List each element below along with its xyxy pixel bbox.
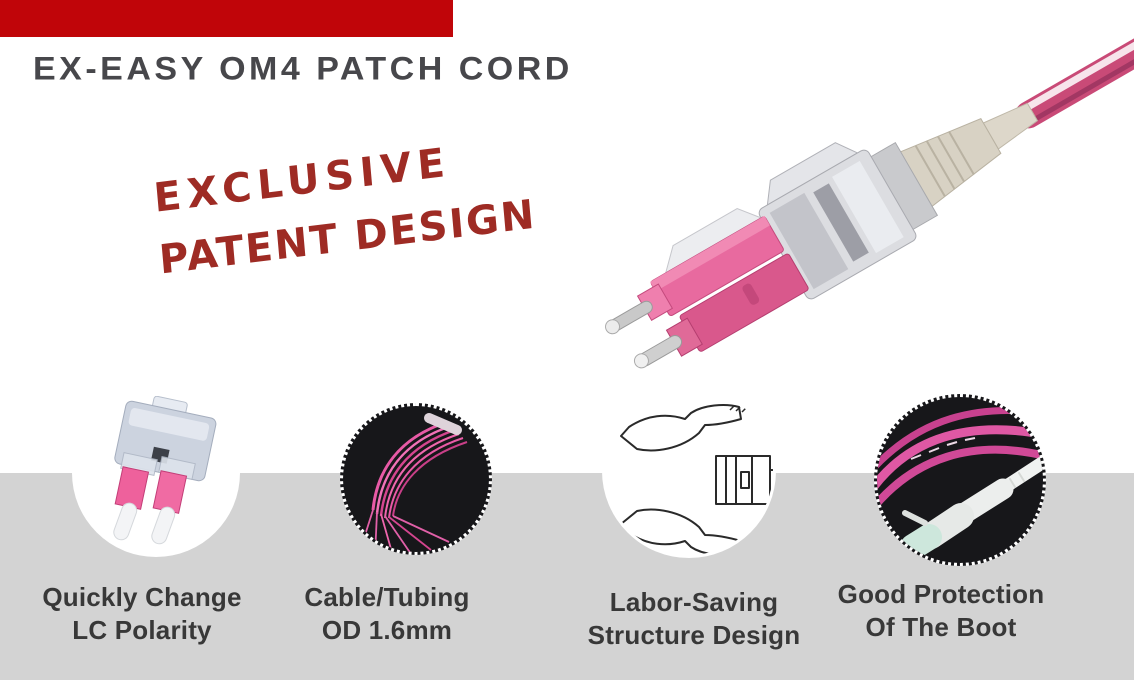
caption-line: Quickly Change: [42, 582, 242, 612]
pink-fiber-cable-photo: [358, 413, 468, 552]
caption-line: Of The Boot: [865, 612, 1017, 642]
caption-line: LC Polarity: [72, 615, 212, 645]
feature-circle-boot: [874, 394, 1046, 566]
hero-product-photo: [605, 10, 1134, 369]
caption-line: Good Protection: [837, 579, 1045, 609]
feature-circle-cable: [340, 403, 492, 555]
caption-line: Labor-Saving: [609, 587, 779, 617]
feature-circle-structure: [602, 384, 776, 558]
feature-caption-polarity: Quickly Change LC Polarity: [22, 581, 262, 647]
top-banner-bar: [0, 0, 453, 37]
page-title: EX-EASY OM4 PATCH CORD: [33, 50, 573, 88]
tagline: EXCLUSIVE PATENT DESIGN: [152, 130, 538, 284]
caption-line: Structure Design: [587, 620, 801, 650]
caption-line: OD 1.6mm: [321, 615, 453, 645]
latch-structure-line-drawing: [620, 404, 773, 555]
cable: [1015, 10, 1134, 129]
feature-caption-cable: Cable/Tubing OD 1.6mm: [267, 581, 507, 647]
caption-line: Cable/Tubing: [304, 582, 470, 612]
feature-caption-structure: Labor-Saving Structure Design: [574, 586, 814, 652]
lc-uniboot-connector-photo: [113, 396, 217, 545]
cable-boot-photo: [877, 406, 1043, 560]
feature-caption-boot: Good Protection Of The Boot: [821, 578, 1061, 644]
